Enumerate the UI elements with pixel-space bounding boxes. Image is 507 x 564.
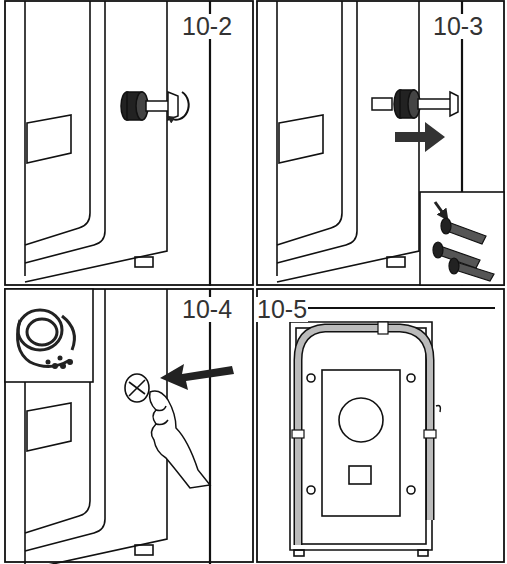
figure-number: 10-4	[181, 297, 233, 322]
panel-frame	[5, 1, 504, 562]
direction-arrow	[160, 364, 234, 390]
bolt-inset	[420, 192, 504, 285]
figure-number: 10-3	[432, 14, 484, 39]
hand	[150, 391, 210, 488]
figure-number: 10-5	[256, 297, 308, 322]
transport-bolt	[372, 90, 458, 118]
hose-inset	[5, 289, 93, 382]
drain-hose	[292, 322, 441, 545]
direction-arrow	[395, 122, 445, 152]
machine-back	[268, 308, 495, 556]
machine-side	[25, 1, 210, 286]
hole-cap	[125, 374, 149, 402]
transport-bolt	[121, 92, 189, 120]
figure-number: 10-2	[181, 14, 233, 39]
